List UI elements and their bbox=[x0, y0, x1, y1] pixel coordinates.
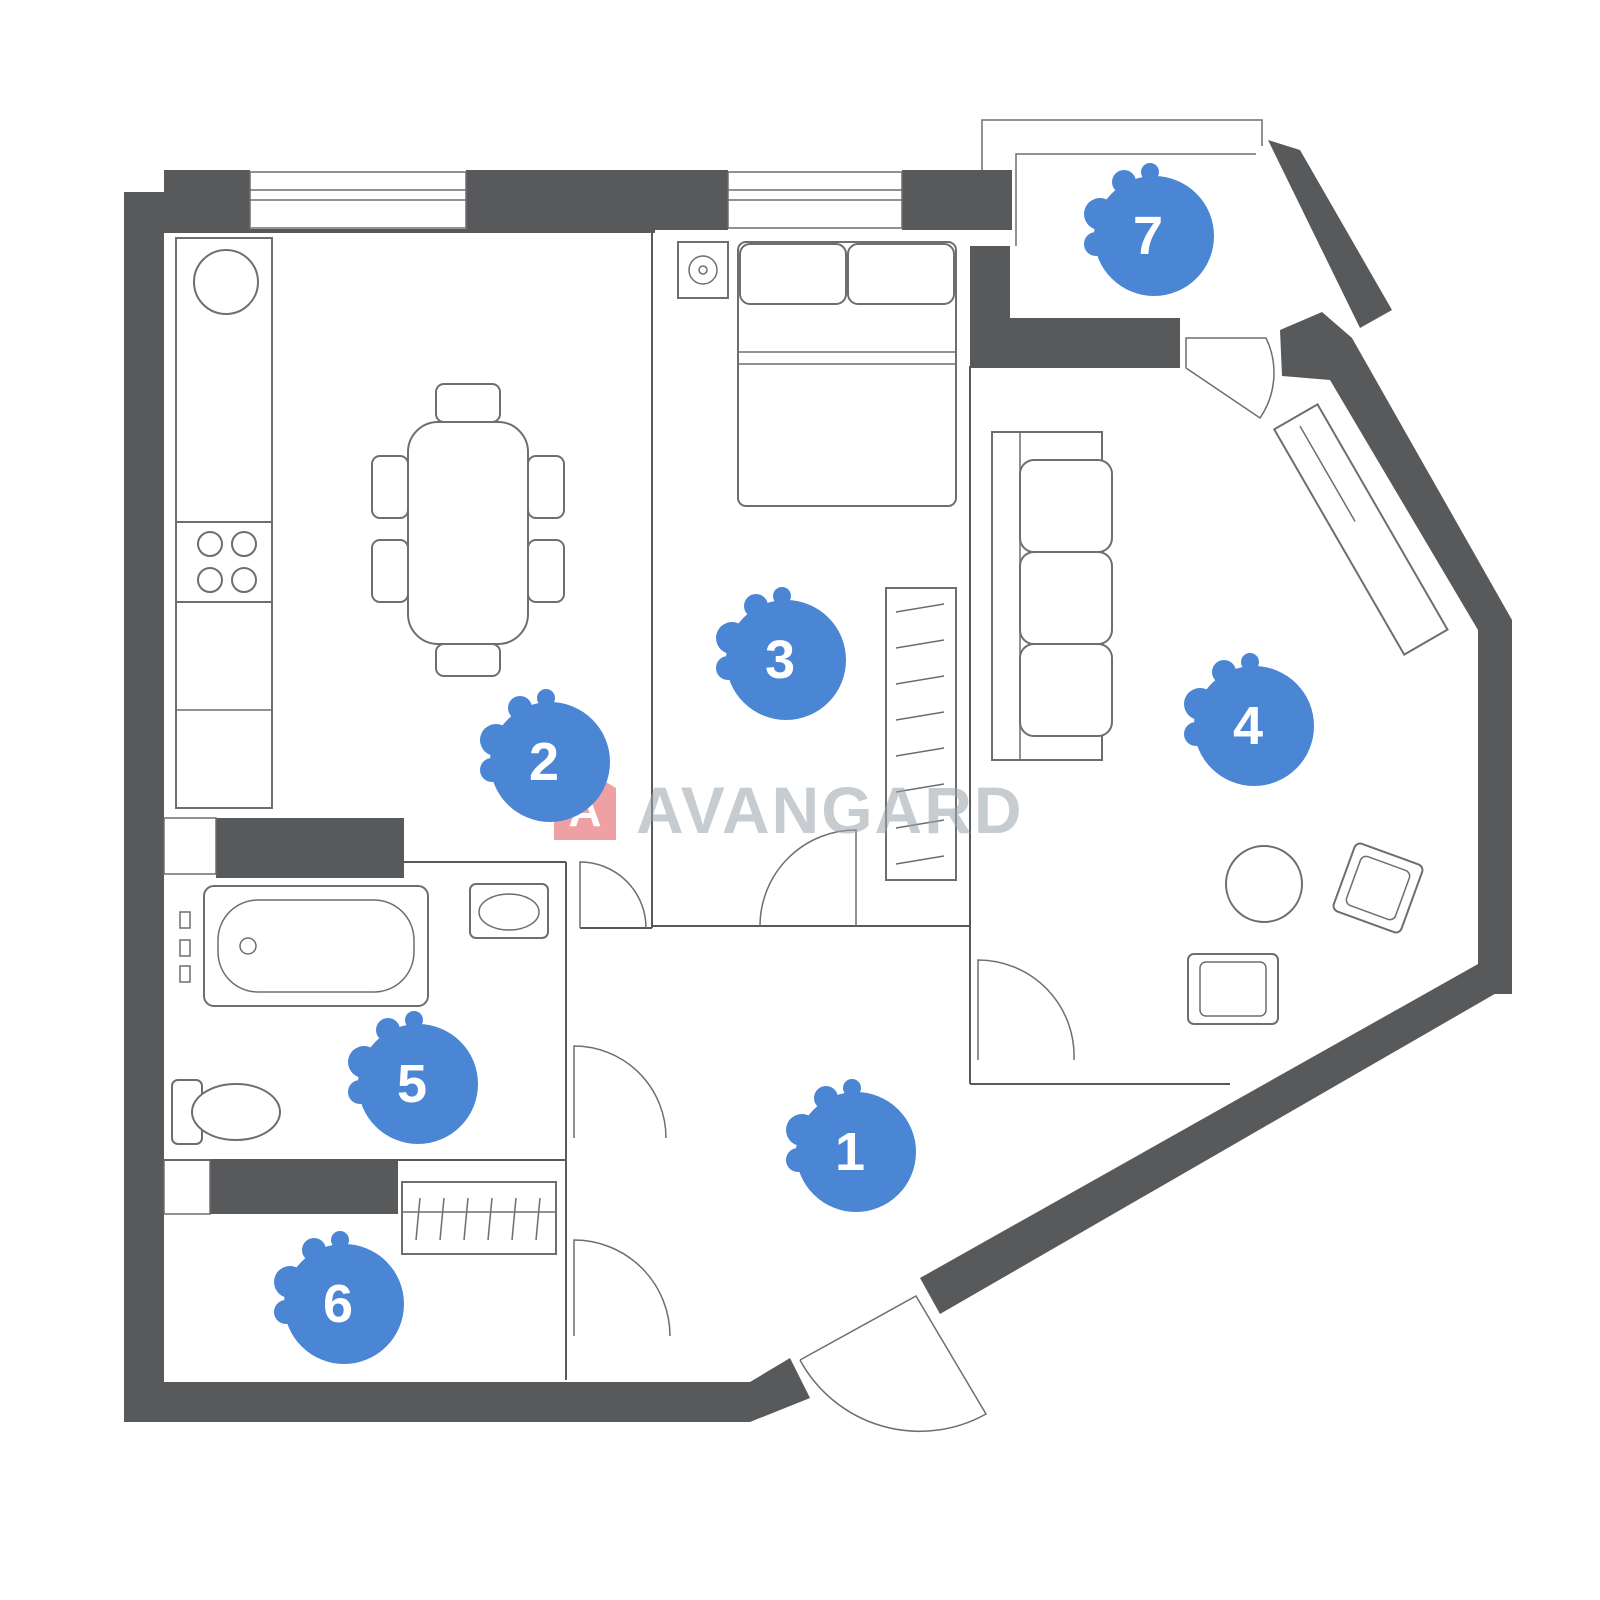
room-badge-splash bbox=[786, 1114, 818, 1146]
windows bbox=[249, 119, 1263, 246]
room-badge-splash bbox=[744, 594, 768, 618]
room-badge-splash bbox=[716, 622, 748, 654]
wall-bottom-right-diagonal bbox=[920, 964, 1512, 1314]
room-badge-splash bbox=[843, 1079, 861, 1097]
room-badge-splash bbox=[716, 656, 740, 680]
room-badge-circle bbox=[1194, 666, 1314, 786]
wall-balcony-right bbox=[1268, 140, 1392, 328]
room-badge-splash bbox=[480, 758, 504, 782]
watermark-text: AVANGARD bbox=[636, 773, 1024, 847]
room-number: 2 bbox=[529, 732, 559, 792]
wall-left bbox=[124, 192, 164, 1422]
door-living bbox=[977, 959, 1075, 1061]
wall-bottom bbox=[124, 1358, 810, 1422]
room-number: 5 bbox=[397, 1054, 427, 1114]
bathroom-furniture bbox=[171, 883, 549, 1145]
doors bbox=[163, 337, 1275, 1432]
door-kitchen bbox=[579, 861, 647, 929]
room-badge-4: 4 bbox=[1184, 653, 1314, 786]
door-closet bbox=[573, 1239, 671, 1337]
watermark: A AVANGARD bbox=[554, 770, 1024, 847]
door-entrance bbox=[799, 1294, 988, 1432]
room-badge-circle bbox=[490, 702, 610, 822]
wall-top-segment bbox=[164, 170, 250, 230]
room-badge-splash bbox=[348, 1046, 380, 1078]
room-badge-splash bbox=[405, 1011, 423, 1029]
room-badge-splash bbox=[1084, 232, 1108, 256]
room-badge-splash bbox=[508, 696, 532, 720]
wall-top-segment bbox=[902, 170, 1012, 230]
room-badge-splash bbox=[331, 1231, 349, 1249]
wall-closet-top bbox=[210, 1160, 398, 1214]
room-badge-splash bbox=[1212, 660, 1236, 684]
door-bedroom bbox=[759, 829, 857, 927]
door-bath bbox=[573, 1045, 667, 1139]
room-badge-splash bbox=[537, 689, 555, 707]
room-badge-3: 3 bbox=[716, 587, 846, 720]
wall-bath-top bbox=[216, 818, 404, 878]
room-badge-splash bbox=[1184, 688, 1216, 720]
room-number: 3 bbox=[765, 630, 795, 690]
room-badge-7: 7 bbox=[1084, 163, 1214, 296]
wall-top-segment bbox=[466, 170, 728, 230]
room-badge-splash bbox=[348, 1080, 372, 1104]
wall-balcony-bottom bbox=[970, 318, 1180, 368]
closet-furniture bbox=[401, 1181, 557, 1255]
interior-walls bbox=[163, 229, 1230, 1380]
room-badge-5: 5 bbox=[348, 1011, 478, 1144]
wardrobe-hangers bbox=[895, 603, 945, 865]
room-badge-circle bbox=[726, 600, 846, 720]
wall-right-diagonal bbox=[1280, 312, 1512, 994]
room-badge-splash bbox=[1184, 722, 1208, 746]
room-number: 4 bbox=[1233, 696, 1263, 756]
bedroom-furniture bbox=[677, 241, 957, 881]
room-badge-circle bbox=[284, 1244, 404, 1364]
room-badge-6: 6 bbox=[274, 1231, 404, 1364]
room-badge-splash bbox=[302, 1238, 326, 1262]
room-badge-2: 2 bbox=[480, 689, 610, 822]
room-number: 7 bbox=[1133, 206, 1163, 266]
living-furniture bbox=[991, 403, 1449, 1025]
room-badge-splash bbox=[1084, 198, 1116, 230]
room-badges: 1 2 3 4 5 6 7 bbox=[274, 163, 1314, 1364]
room-badge-splash bbox=[274, 1300, 298, 1324]
room-badge-splash bbox=[1241, 653, 1259, 671]
room-badge-splash bbox=[773, 587, 791, 605]
room-badge-splash bbox=[274, 1266, 306, 1298]
kitchen-furniture bbox=[175, 237, 565, 809]
room-number: 1 bbox=[835, 1122, 865, 1182]
room-badge-splash bbox=[1112, 170, 1136, 194]
room-badge-circle bbox=[358, 1024, 478, 1144]
room-badge-1: 1 bbox=[786, 1079, 916, 1212]
walls bbox=[124, 140, 1512, 1422]
room-badge-circle bbox=[796, 1092, 916, 1212]
room-badge-splash bbox=[1141, 163, 1159, 181]
room-badge-circle bbox=[1094, 176, 1214, 296]
room-badge-splash bbox=[786, 1148, 810, 1172]
room-badge-splash bbox=[480, 724, 512, 756]
room-number: 6 bbox=[323, 1274, 353, 1334]
room-badge-splash bbox=[376, 1018, 400, 1042]
door-balcony bbox=[1185, 337, 1275, 420]
room-badge-splash bbox=[814, 1086, 838, 1110]
